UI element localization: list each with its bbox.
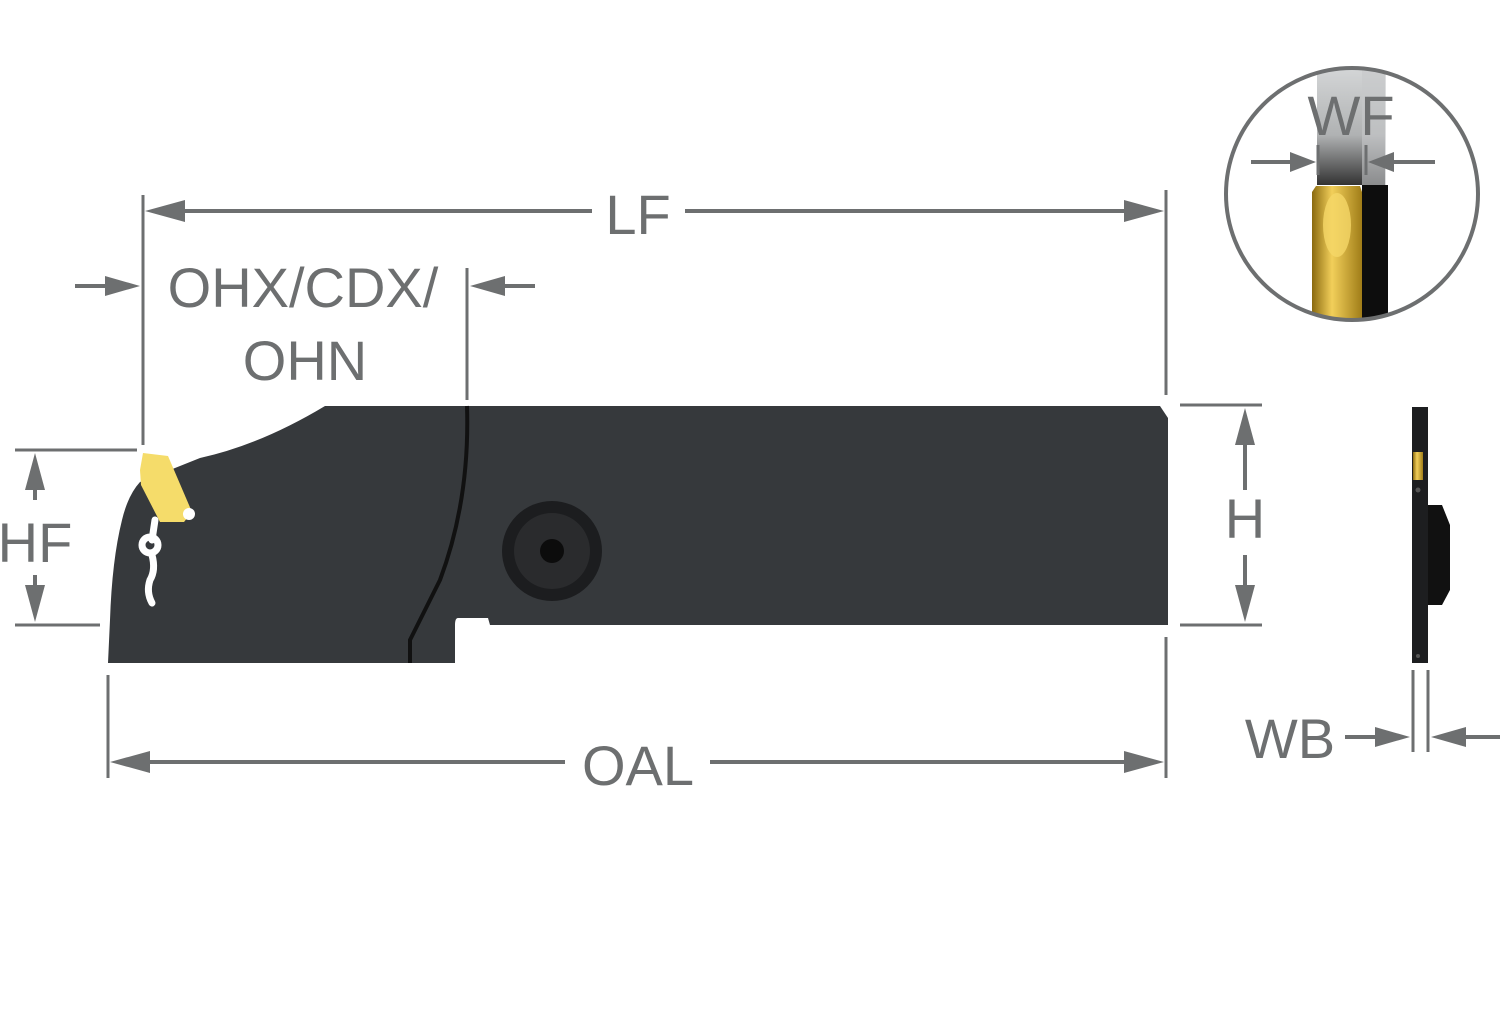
clamp-screw-icon bbox=[502, 501, 602, 601]
label-oal: OAL bbox=[582, 734, 694, 797]
label-ohx-line1: OHX/CDX/ bbox=[168, 256, 439, 319]
dimension-lf: LF bbox=[141, 183, 1168, 445]
dimension-h: H bbox=[1180, 403, 1265, 627]
label-h: H bbox=[1225, 487, 1265, 550]
dimension-ohx-cdx-ohn: OHX/CDX/ OHN bbox=[75, 256, 535, 400]
wf-detail-inset: WF bbox=[1224, 66, 1480, 322]
insert bbox=[140, 453, 192, 522]
label-wf: WF bbox=[1307, 84, 1394, 147]
tool-body-side-view bbox=[1412, 407, 1450, 663]
label-wb: WB bbox=[1245, 707, 1335, 770]
label-hf: HF bbox=[0, 511, 72, 574]
tool-body-front-view bbox=[108, 405, 1168, 663]
dimension-hf: HF bbox=[0, 448, 137, 627]
dimension-oal: OAL bbox=[106, 637, 1168, 797]
label-lf: LF bbox=[605, 183, 670, 246]
dimension-wb: WB bbox=[1245, 670, 1500, 770]
label-ohx-line2: OHN bbox=[243, 329, 367, 392]
